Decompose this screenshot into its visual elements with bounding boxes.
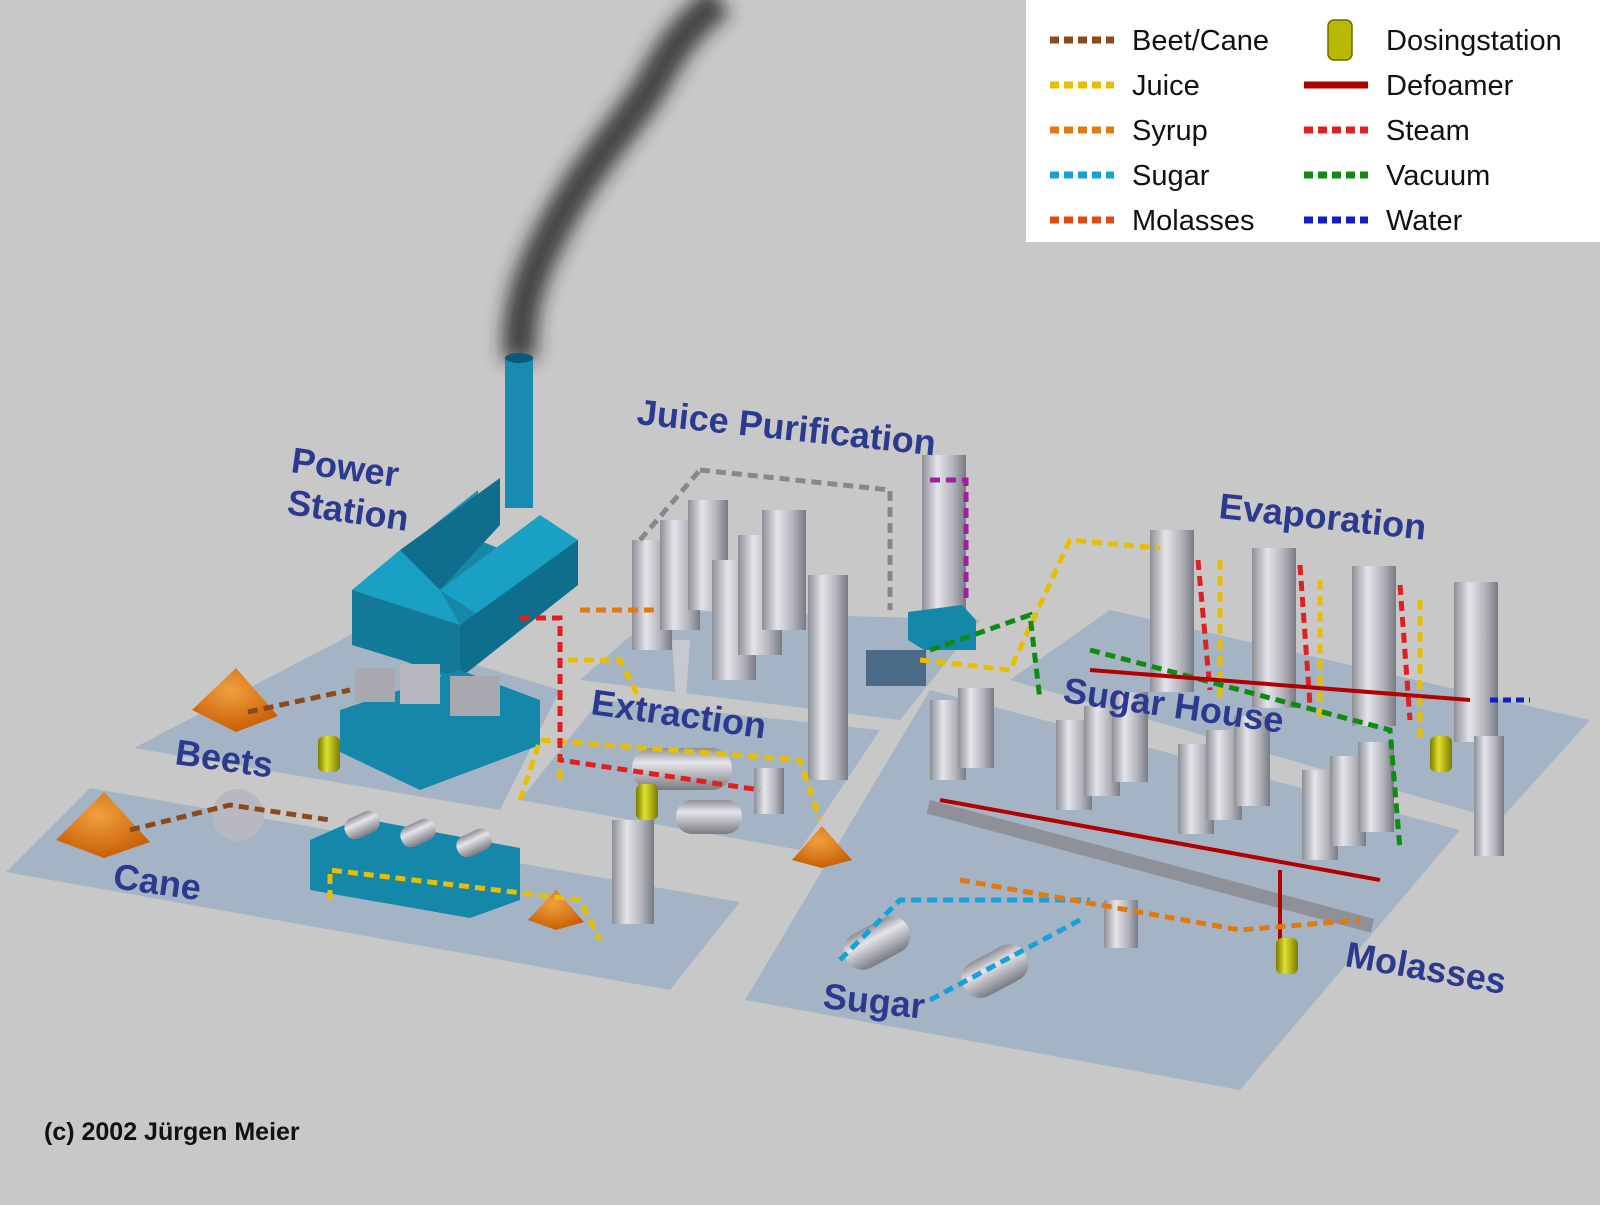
cane-mills: [212, 789, 520, 918]
legend-item-molasses: Molasses: [1050, 205, 1255, 237]
legend-item-dosingstation: Dosingstation: [1327, 19, 1562, 61]
legend-item-syrup: Syrup: [1050, 115, 1208, 147]
legend-label: Dosingstation: [1386, 25, 1562, 57]
legend-item-water: Water: [1304, 205, 1463, 237]
legend-item-vacuum: Vacuum: [1304, 160, 1490, 192]
label-molasses: Molasses: [1343, 934, 1510, 1003]
power-station: [352, 353, 578, 680]
sugar-house-platform: [745, 690, 1460, 1090]
legend-item-sugar: Sugar: [1050, 160, 1210, 192]
legend-item-juice: Juice: [1050, 70, 1200, 102]
evaporators: [1150, 530, 1504, 856]
beet-pile: [192, 668, 278, 732]
legend-item-beet-cane: Beet/Cane: [1050, 25, 1269, 57]
legend-label: Juice: [1132, 70, 1200, 102]
pipe-network: [129, 467, 1530, 1003]
juice-purification-tanks: [632, 455, 976, 780]
legend-item-defoamer: Defoamer: [1304, 70, 1514, 102]
dosing-stations: [318, 736, 1452, 974]
legend-label: Beet/Cane: [1132, 25, 1269, 57]
legend-label: Water: [1386, 205, 1463, 237]
beet-washing-machines: [340, 664, 540, 790]
legend-label: Molasses: [1132, 205, 1255, 237]
legend-swatch: [1327, 19, 1353, 61]
bagasse-pile: [528, 890, 584, 930]
smoke-plume: [502, 0, 731, 362]
legend-label: Defoamer: [1386, 70, 1514, 102]
legend-item-steam: Steam: [1304, 115, 1470, 147]
legend-label: Sugar: [1132, 160, 1210, 192]
cane-pile: [56, 792, 150, 858]
legend-label: Syrup: [1132, 115, 1208, 147]
extraction-vessels: [612, 640, 784, 924]
pulp-pile-extraction: [792, 826, 852, 868]
legend-label: Steam: [1386, 115, 1470, 147]
label-juice-purification: Juice Purification: [635, 391, 938, 463]
copyright-notice: (c) 2002 Jürgen Meier: [44, 1118, 300, 1146]
sugar-house-pans: [843, 688, 1394, 998]
label-evaporation: Evaporation: [1217, 485, 1428, 548]
legend-label: Vacuum: [1386, 160, 1490, 192]
